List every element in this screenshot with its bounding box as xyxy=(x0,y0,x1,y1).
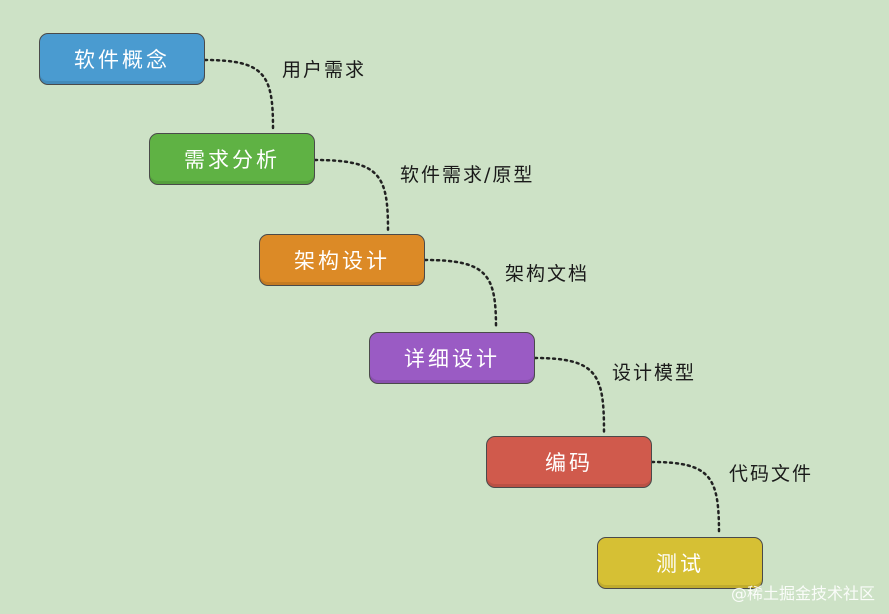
stage-label: 详细设计 xyxy=(404,347,500,371)
stage-requirements-analysis: 需求分析 xyxy=(149,133,315,185)
stage-label: 编码 xyxy=(545,451,593,475)
artifact-design-model: 设计模型 xyxy=(612,362,697,384)
artifact-code-files: 代码文件 xyxy=(729,463,814,485)
connector-4 xyxy=(533,356,606,434)
artifact-user-requirements: 用户需求 xyxy=(282,59,367,81)
connector-2 xyxy=(313,158,390,232)
stage-label: 架构设计 xyxy=(294,249,390,273)
stage-detailed-design: 详细设计 xyxy=(369,332,535,384)
artifact-architecture-document: 架构文档 xyxy=(505,263,590,285)
connector-1 xyxy=(203,58,275,130)
connector-3 xyxy=(423,258,498,330)
stage-label: 测试 xyxy=(656,552,704,576)
artifact-software-requirements-prototype: 软件需求/原型 xyxy=(400,164,535,186)
stage-coding: 编码 xyxy=(486,436,652,488)
stage-software-concept: 软件概念 xyxy=(39,33,205,85)
stage-label: 需求分析 xyxy=(184,148,280,172)
stage-label: 软件概念 xyxy=(74,48,170,72)
stage-architecture-design: 架构设计 xyxy=(259,234,425,286)
connector-5 xyxy=(650,460,721,536)
watermark-text: @稀土掘金技术社区 xyxy=(730,584,875,603)
stage-testing: 测试 xyxy=(597,537,763,589)
